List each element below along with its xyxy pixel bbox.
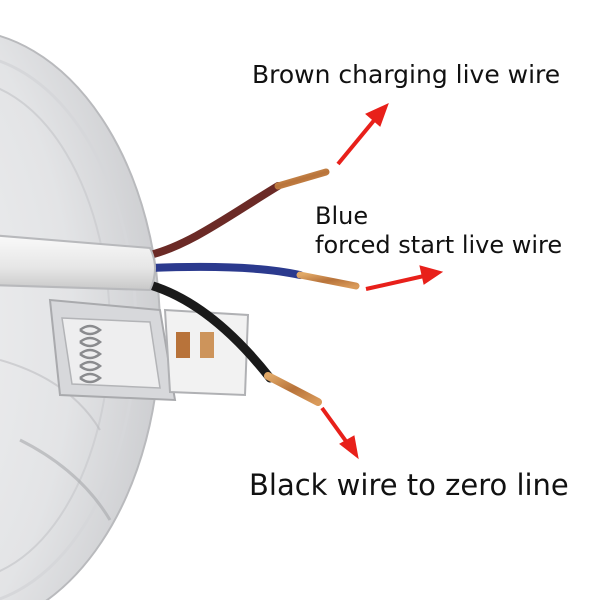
spring-clip (48, 298, 177, 402)
label-brown-wire: Brown charging live wire (252, 60, 561, 89)
brown-wire (146, 182, 282, 259)
blue-wire-copper-tip (296, 271, 360, 290)
terminal-block (163, 308, 250, 397)
brown-wire-copper-tip (274, 168, 330, 190)
label-blue-wire-line1: Blue (315, 202, 369, 230)
arrow-blue (365, 265, 444, 291)
label-blue-wire: Blue forced start live wire (315, 202, 562, 260)
label-black-wire: Black wire to zero line (249, 468, 569, 502)
arrow-black (320, 406, 359, 460)
black-wire-copper-tip (264, 372, 322, 406)
cable-sheath (0, 234, 156, 292)
arrow-brown (336, 103, 389, 166)
black-wire (145, 280, 275, 383)
label-blue-wire-line2: forced start live wire (315, 230, 563, 259)
blue-wire (146, 262, 304, 279)
